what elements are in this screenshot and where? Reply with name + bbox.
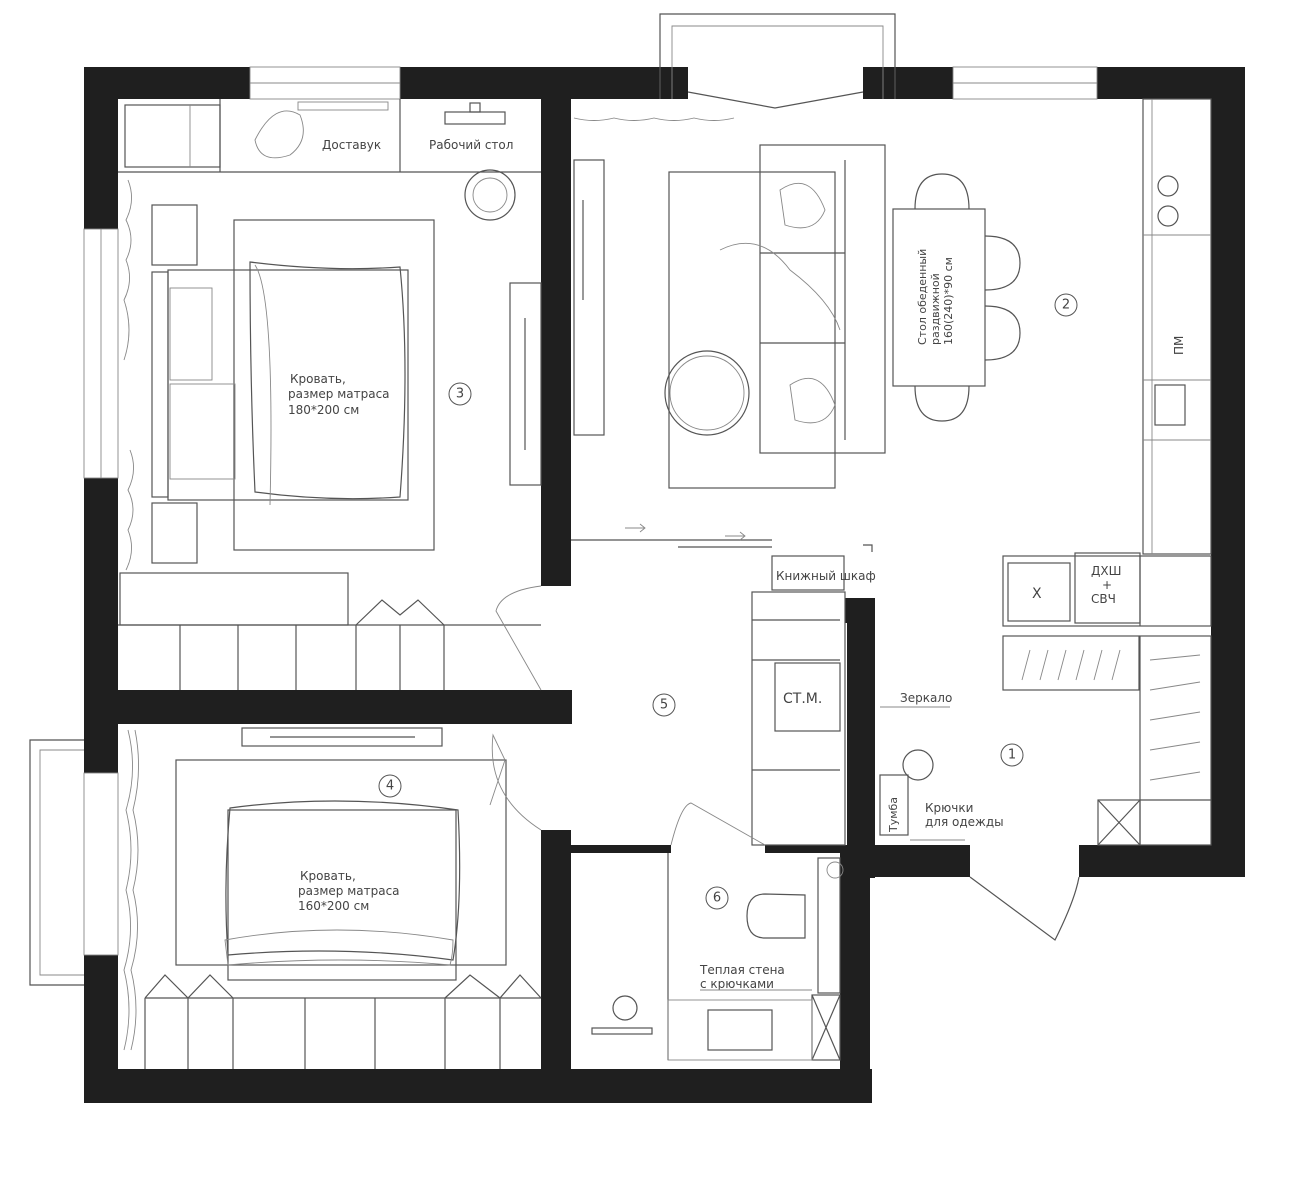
svg-text:6: 6 — [713, 891, 721, 906]
label-oven-3: СВЧ — [1091, 592, 1116, 606]
room-number-3: 3 — [448, 382, 472, 406]
label-bed-large-2: размер матраса — [288, 387, 390, 401]
svg-text:5: 5 — [660, 698, 668, 713]
label-bedside: Доставук — [322, 138, 381, 152]
text-labels: Доставук Рабочий стол Кровать, размер ма… — [288, 138, 1186, 991]
svg-text:2: 2 — [1062, 298, 1070, 313]
room-number-1: 1 — [1000, 743, 1024, 767]
svg-text:3: 3 — [456, 387, 464, 402]
bedroom-small — [123, 727, 542, 1069]
label-hooks-2: для одежды — [925, 815, 1004, 829]
room-numbers: 1 2 3 4 5 6 — [378, 293, 1078, 910]
label-oven-2: + — [1102, 578, 1112, 592]
room-number-5: 5 — [652, 693, 676, 717]
label-heated-wall-2: с крючками — [700, 977, 774, 991]
windows — [29, 13, 1098, 986]
label-mirror: Зеркало — [900, 691, 952, 705]
walls — [84, 67, 1245, 1103]
svg-text:1: 1 — [1008, 748, 1016, 763]
label-oven-1: ДХШ — [1091, 564, 1121, 578]
room-number-2: 2 — [1054, 293, 1078, 317]
label-bed-large-1: Кровать, — [290, 372, 346, 386]
label-desk: Рабочий стол — [429, 138, 513, 152]
label-dishwasher: ПМ — [1172, 336, 1186, 355]
label-bookcase: Книжный шкаф — [776, 569, 876, 583]
label-bed-small-1: Кровать, — [300, 869, 356, 883]
label-bed-small-2: размер матраса — [298, 884, 400, 898]
label-bed-small-3: 160*200 см — [298, 899, 369, 913]
svg-text:160(240)*90 см: 160(240)*90 см — [942, 257, 955, 345]
label-sink-x: X — [1032, 586, 1042, 602]
bathroom — [591, 853, 844, 1061]
entry — [879, 635, 1212, 941]
hall — [495, 555, 846, 846]
living-kitchen — [571, 98, 1212, 627]
label-heated-wall-1: Теплая стена — [699, 963, 785, 977]
label-washer: СТ.М. — [783, 691, 822, 707]
svg-text:раздвижной: раздвижной — [929, 273, 942, 345]
label-bed-large-3: 180*200 см — [288, 403, 359, 417]
svg-text:4: 4 — [386, 779, 394, 794]
svg-text:Стол обеденный: Стол обеденный — [916, 249, 929, 345]
label-pouf: Тумба — [887, 797, 900, 833]
label-hooks-1: Крючки — [925, 801, 973, 815]
label-dining-table: Стол обеденный раздвижной 160(240)*90 см — [916, 249, 955, 345]
room-number-6: 6 — [705, 886, 729, 910]
bedroom-large — [118, 99, 542, 690]
room-number-4: 4 — [378, 774, 402, 798]
